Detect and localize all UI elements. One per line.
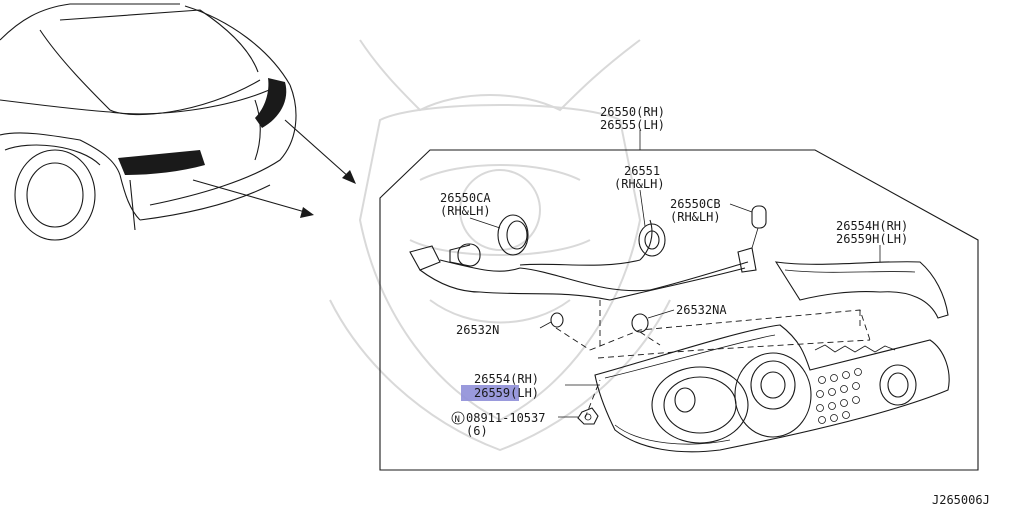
- bulb-left: [449, 243, 481, 267]
- socket-ring-part: [469, 214, 529, 256]
- callout-assembly-rh[interactable]: 26550(RH): [600, 105, 665, 119]
- callout-grommet-na[interactable]: 26532NA: [676, 303, 727, 317]
- callout-nut-qty: (6): [466, 424, 488, 438]
- pointer-arrows: [192, 119, 356, 218]
- led-array: [816, 368, 862, 424]
- callout-finisher-lh[interactable]: 26559H(LH): [836, 232, 908, 246]
- callout-assembly-lh[interactable]: 26555(LH): [600, 118, 665, 132]
- car-rear-illustration: [0, 3, 297, 241]
- callout-socket-b-code[interactable]: 26550CB: [670, 197, 721, 211]
- tail-lamp-left: [118, 150, 205, 175]
- callout-nut-prefix: N: [455, 415, 460, 425]
- callout-grommet-n[interactable]: 26532N: [456, 323, 499, 337]
- assembly-guides: [555, 300, 871, 419]
- finisher-strip-part: [774, 245, 949, 319]
- callout-lens-lh[interactable]: 26559(LH): [474, 386, 539, 400]
- nut-prefix-circle: [451, 411, 465, 425]
- callout-socket-b-side: (RH&LH): [670, 210, 721, 224]
- callout-socket-a-side: (RH&LH): [440, 204, 491, 218]
- nut-part: [558, 407, 599, 425]
- connector-left: [409, 245, 481, 293]
- main-socket-part: [638, 189, 666, 257]
- callout-socket-a-code[interactable]: 26550CA: [440, 191, 491, 205]
- detail-frame: [379, 149, 979, 471]
- tail-lamp-right: [255, 78, 287, 128]
- selected-part-highlight: [461, 385, 519, 401]
- callout-finisher-rh[interactable]: 26554H(RH): [836, 219, 908, 233]
- callout-lens-rh[interactable]: 26554(RH): [474, 372, 539, 386]
- callout-nut-code[interactable]: 08911-10537: [466, 411, 545, 425]
- diagram-id-label: J265006J: [932, 493, 990, 507]
- socket-b-part: [729, 203, 767, 273]
- callout-main-socket-code[interactable]: 26551: [624, 164, 660, 178]
- grommet-n-part: [539, 312, 564, 329]
- wiring-harness: [439, 219, 749, 301]
- watermark-emblem: [329, 39, 671, 452]
- tail-lamp-lens-part: [565, 324, 950, 453]
- callout-main-socket-side: (RH&LH): [614, 177, 665, 191]
